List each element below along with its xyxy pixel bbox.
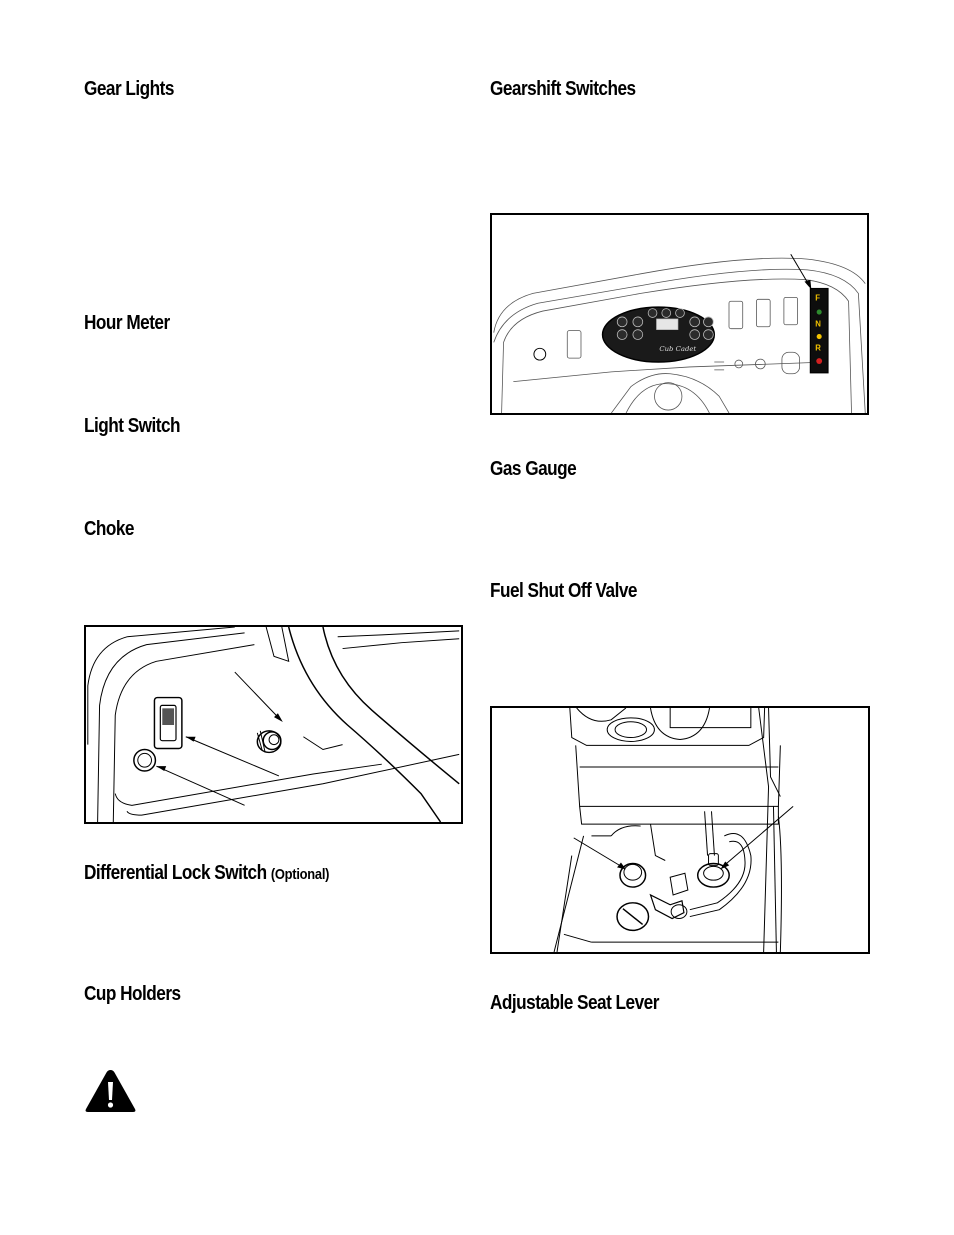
heading-adjustable-seat: Adjustable Seat Lever	[490, 992, 659, 1014]
heading-gear-lights: Gear Lights	[84, 78, 174, 100]
gear-letter-forward: F	[815, 293, 820, 302]
neutral-light	[816, 333, 822, 340]
heading-fuel-shut-off: Fuel Shut Off Valve	[490, 580, 637, 602]
heading-gearshift-switches: Gearshift Switches	[490, 78, 636, 100]
forward-light	[816, 309, 822, 315]
gear-letter-neutral: N	[815, 320, 821, 329]
heading-choke: Choke	[84, 518, 135, 540]
dashboard-left-illustration	[87, 627, 460, 822]
brand-logo: Cub Cadet	[659, 345, 696, 353]
heading-differential-lock: Differential Lock Switch (Optional)	[84, 862, 329, 885]
warning-triangle-icon	[84, 1068, 137, 1114]
reverse-light	[816, 358, 823, 364]
heading-hour-meter: Hour Meter	[84, 312, 170, 334]
differential-lock-note: (Optional)	[270, 866, 330, 883]
choke-light-switch-figure	[84, 625, 463, 824]
heading-gas-gauge: Gas Gauge	[490, 458, 577, 480]
differential-lock-title: Differential Lock Switch	[84, 862, 267, 884]
fuel-shut-off-figure	[490, 706, 870, 954]
dashboard-gear-lights-figure: Cub Cadet F N R	[490, 213, 869, 415]
heading-cup-holders: Cup Holders	[84, 983, 181, 1005]
dashboard-right-illustration: Cub Cadet F N R	[493, 253, 866, 413]
fuel-tank-illustration	[553, 708, 794, 952]
heading-light-switch: Light Switch	[84, 415, 181, 437]
gear-letter-reverse: R	[815, 343, 821, 352]
